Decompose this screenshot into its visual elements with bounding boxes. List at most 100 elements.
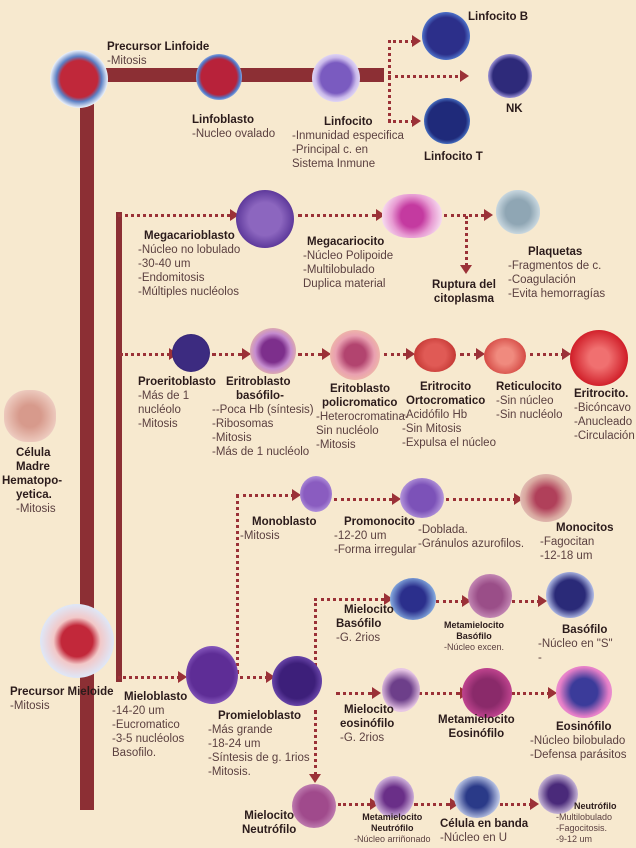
monocito-cell [520, 474, 572, 522]
eritrocito-ortocromatico-label: Eritrocito Ortocromatico -Acidófilo Hb -… [402, 380, 496, 450]
connector [444, 214, 484, 217]
title-1: Madre [16, 461, 50, 473]
arrow [460, 70, 469, 82]
desc-1: -Sin nucléolo [496, 409, 563, 421]
title-0: Eritrocito [420, 381, 472, 393]
title: Monocitos [556, 522, 614, 534]
connector [314, 598, 317, 678]
proeritroblasto-cell [172, 334, 210, 372]
desc-2: -Mitosis [212, 432, 252, 444]
desc: -Núcleo en U [440, 832, 508, 844]
title: Basófilo [562, 624, 608, 636]
celula-banda-cell [454, 776, 500, 818]
promonocito-cell [400, 478, 444, 518]
myeloid-precursor-label: Precursor Mieloide -Mitosis [10, 685, 114, 713]
desc: -G. 2rios [340, 732, 385, 744]
arrow [530, 798, 539, 810]
arrow [538, 595, 547, 607]
desc-1: -30-40 um [138, 258, 191, 270]
connector [298, 214, 376, 217]
arrow [309, 774, 321, 783]
desc-0: -Núcleo no lobulado [138, 244, 241, 256]
title: Precursor Mieloide [10, 686, 114, 698]
title-1: policromatico [322, 397, 398, 409]
mieloblasto-cell [186, 646, 238, 704]
connector [460, 353, 478, 356]
plaquetas-label: Plaquetas -Fragmentos de c. -Coagulación… [508, 245, 605, 301]
monoblasto-cell [300, 476, 332, 512]
desc-0: -Multilobulado [556, 812, 613, 822]
desc-0: --Poca Hb (síntesis) [212, 404, 314, 416]
desc-1: -Fagocitosis. [556, 823, 608, 833]
desc-0: -Más grande [208, 724, 273, 736]
connector [512, 692, 550, 695]
connector [212, 353, 242, 356]
title-1: basófilo- [236, 390, 284, 402]
promielocito-label: Promieloblasto -Más grande -18-24 um -Sí… [208, 709, 310, 779]
desc-3: Basofilo. [112, 747, 157, 759]
desc-2: -3-5 nucléolos [112, 733, 185, 745]
megacarioblasto-label: Megacarioblasto -Núcleo no lobulado -30-… [138, 229, 240, 299]
desc-0: -Núcleo bilobulado [530, 735, 626, 747]
title-3: yetica. [16, 489, 52, 501]
title-0: Metamielocito [438, 714, 515, 726]
title: Plaquetas [528, 246, 583, 258]
linfocito-b-label: Linfocito B [468, 10, 528, 24]
lymphoid-precursor-cell [50, 50, 108, 108]
desc-1: -Ribosomas [212, 418, 274, 430]
desc-1: -12-18 um [540, 550, 593, 562]
connector [314, 598, 384, 601]
desc-2: -Mitosis [316, 439, 356, 451]
desc-0: -Núcleo en "S" [538, 638, 613, 650]
desc-1: -Principal c. en [292, 144, 369, 156]
connector [388, 120, 414, 123]
connector [418, 692, 460, 695]
arrow [242, 348, 251, 360]
title: Promieloblasto [218, 710, 302, 722]
desc-0: -Sin núcleo [496, 395, 554, 407]
desc-2: -Expulsa el núcleo [402, 437, 496, 449]
title: Linfocito [324, 116, 373, 128]
arrow [376, 209, 385, 221]
desc-1: -Anucleado [574, 416, 633, 428]
arrow [484, 209, 493, 221]
title: Precursor Linfoide [107, 41, 210, 53]
reticulocito-cell [484, 338, 526, 374]
basofilo-label: Basófilo -Núcleo en "S" - [538, 623, 613, 665]
connector [530, 353, 564, 356]
connector [436, 600, 464, 603]
desc: -Mitosis [107, 55, 147, 67]
desc-1: -Coagulación [508, 274, 576, 286]
desc-0: -Más de 1 [138, 390, 190, 402]
arrow [460, 265, 472, 274]
eosinofilo-label: Eosinófilo -Núcleo bilobulado -Defensa p… [530, 720, 627, 762]
connector [500, 803, 532, 806]
desc-0: -Heterocromatina- [316, 411, 409, 423]
connector [512, 600, 540, 603]
desc-3: -Más de 1 nucléolo [212, 446, 310, 458]
title: Proeritoblasto [138, 376, 216, 388]
desc-1: Sin nucléolo [316, 425, 379, 437]
desc-0: -Núcleo Polipoide [303, 250, 394, 262]
title-1: Ortocromatico [406, 395, 486, 407]
title: Eritrocito. [574, 388, 629, 400]
eritroblasto-basofilo-cell [250, 328, 296, 374]
arrow [178, 671, 187, 683]
connector [388, 40, 391, 122]
title-1: Basófilo [336, 618, 382, 630]
metamielocito-eosinofilo-label: Metamielocito Eosinófilo [438, 713, 515, 741]
desc-3: -Forma irregular [334, 544, 417, 556]
connector [120, 353, 170, 356]
linfocito-t-cell [424, 98, 470, 144]
arrow [412, 35, 421, 47]
connector [336, 692, 372, 695]
arrow [548, 687, 557, 699]
myeloid-precursor-cell [40, 604, 114, 678]
eritroblasto-policromatico-label: Eritoblasto policromatico -Heterocromati… [316, 382, 409, 452]
desc-0: -Fagocitan [540, 536, 595, 548]
lymphoid-precursor-label: Precursor Linfoide -Mitosis [107, 40, 209, 68]
linfocito-b-cell [422, 12, 470, 60]
celula-banda-label: Célula en banda -Núcleo en U [440, 817, 528, 845]
title-0: Mielocito [344, 704, 394, 716]
title-1: citoplasma [433, 293, 494, 305]
